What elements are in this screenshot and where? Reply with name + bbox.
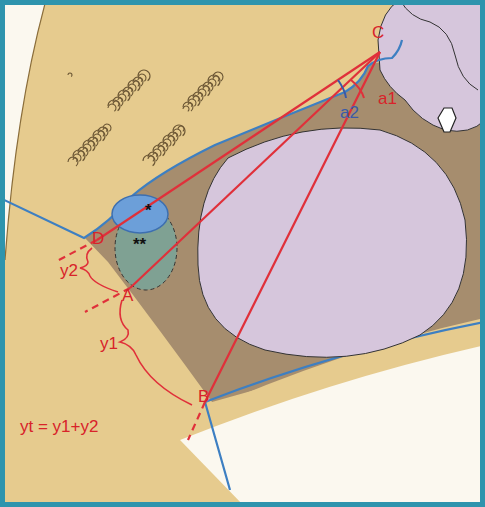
point-label: B	[198, 388, 209, 405]
outside	[5, 5, 46, 260]
air-cell	[83, 140, 95, 151]
air-cell	[188, 95, 200, 106]
air-cell	[183, 102, 193, 111]
air-cell	[143, 155, 155, 166]
fourth-ventricle	[438, 108, 456, 132]
point-label: D	[92, 230, 104, 247]
cerebellum	[198, 128, 467, 357]
brainstem	[378, 5, 480, 131]
air-cell	[173, 125, 185, 136]
frame	[3, 3, 483, 505]
bracket	[120, 300, 192, 405]
angle-arc	[351, 80, 364, 98]
air-cell	[153, 145, 165, 156]
angle-label: a2	[340, 104, 359, 121]
region-marker: **	[133, 236, 146, 253]
outside-lower	[180, 345, 480, 502]
sinus	[112, 195, 168, 233]
air-cell	[68, 73, 72, 77]
dura-line	[5, 40, 402, 238]
air-cell	[118, 90, 130, 101]
dimension-label: y2	[60, 262, 78, 279]
air-cell	[128, 80, 140, 91]
air-cell	[163, 135, 175, 146]
air-cell	[138, 70, 150, 81]
bracket	[80, 248, 118, 292]
dimension-label: y1	[100, 335, 118, 352]
air-cell	[93, 130, 105, 141]
bone	[5, 5, 480, 502]
region-marker: *	[145, 202, 152, 219]
air-cell	[183, 106, 189, 111]
air-cell	[68, 157, 78, 166]
point-label: A	[122, 287, 133, 304]
air-cell	[208, 75, 220, 86]
angle-arc	[338, 80, 346, 98]
formula-label: yt = y1+y2	[20, 418, 98, 435]
point-label: C	[372, 24, 384, 41]
air-cell	[108, 104, 116, 111]
angle-label: a1	[378, 90, 397, 107]
air-cell	[73, 150, 85, 161]
air-cell	[198, 85, 210, 96]
air-cell	[108, 100, 120, 111]
